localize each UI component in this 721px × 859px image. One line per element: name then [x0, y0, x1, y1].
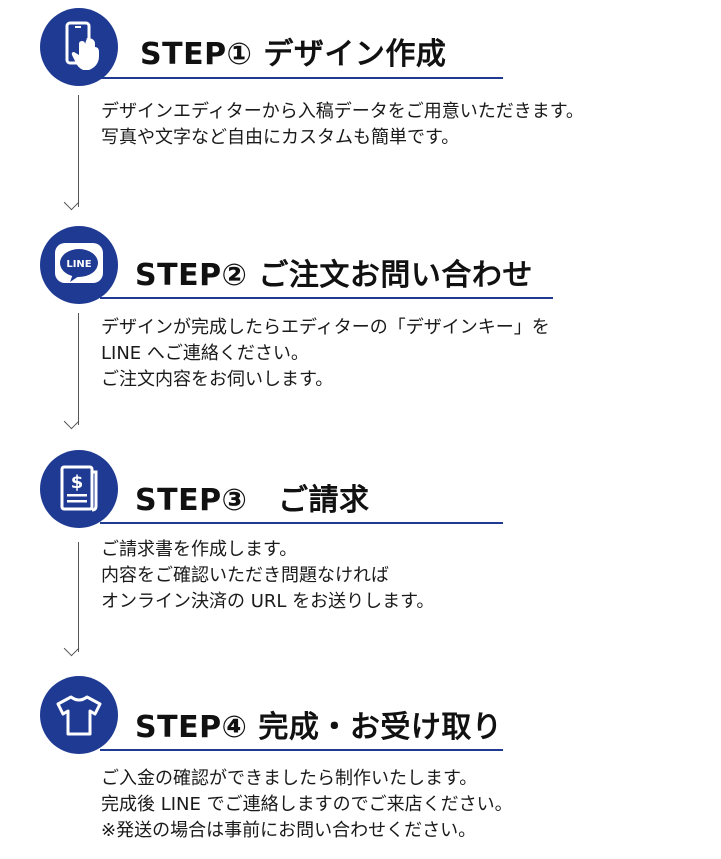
step-4-line-3: ※発送の場合は事前にお問い合わせください。 — [101, 820, 477, 841]
line-chat-icon: LINE — [55, 243, 103, 283]
step-2-line-1: デザインが完成したらエディターの「デザインキー」を — [101, 317, 550, 338]
step-1-title: STEP① デザイン作成 — [140, 37, 447, 72]
step-2-title: STEP② ご注文お問い合わせ — [135, 258, 533, 293]
step-3-line-1: ご請求書を作成します。 — [101, 539, 298, 560]
step-4-title: STEP④ 完成・お受け取り — [135, 710, 503, 745]
step-4-icon-badge — [40, 676, 118, 754]
step-1-icon-badge — [40, 8, 118, 86]
svg-text:$: $ — [71, 472, 84, 493]
step-4-underline — [100, 749, 503, 751]
tshirt-icon — [56, 695, 102, 736]
step-2-icon-badge: LINE — [40, 226, 118, 304]
invoice-dollar-icon: $ — [60, 465, 98, 512]
step-3-line-3: オンライン決済の URL をお送りします。 — [101, 591, 435, 612]
step-4-description: ご入金の確認ができましたら制作いたします。 完成後 LINE でご連絡しますので… — [101, 766, 513, 844]
step-2-line-3: ご注文内容をお伺いします。 — [101, 369, 334, 390]
step-4-line-1: ご入金の確認ができましたら制作いたします。 — [101, 768, 478, 789]
step-2-underline — [100, 297, 553, 299]
step-3-title: STEP③ ご請求 — [135, 483, 370, 518]
smartphone-hand-icon — [65, 21, 99, 70]
step-2-line-2: LINE へご連絡ください。 — [101, 343, 309, 364]
step-3-underline — [100, 522, 503, 524]
step-1-underline — [100, 77, 503, 79]
step-2-flow-line — [78, 313, 79, 425]
step-3-flow-line — [78, 542, 79, 652]
step-1-description: デザインエディターから入稿データをご用意いただきます。 写真や文字など自由にカス… — [101, 99, 584, 151]
step-3-line-2: 内容をご確認いただき問題なければ — [101, 565, 389, 586]
step-3-icon-badge: $ — [40, 450, 118, 528]
step-3-description: ご請求書を作成します。 内容をご確認いただき問題なければ オンライン決済の UR… — [101, 537, 434, 615]
step-2-description: デザインが完成したらエディターの「デザインキー」を LINE へご連絡ください。… — [101, 315, 550, 393]
step-1-line-2: 写真や文字など自由にカスタムも簡単です。 — [101, 127, 460, 148]
step-1-line-1: デザインエディターから入稿データをご用意いただきます。 — [101, 101, 584, 122]
step-1-flow-arrow — [63, 194, 80, 211]
step-3-flow-arrow — [63, 640, 80, 657]
step-4-line-2: 完成後 LINE でご連絡しますのでご来店ください。 — [101, 794, 513, 815]
line-icon-label: LINE — [66, 259, 91, 270]
step-2-flow-arrow — [63, 413, 80, 430]
step-1-flow-line — [78, 95, 79, 207]
